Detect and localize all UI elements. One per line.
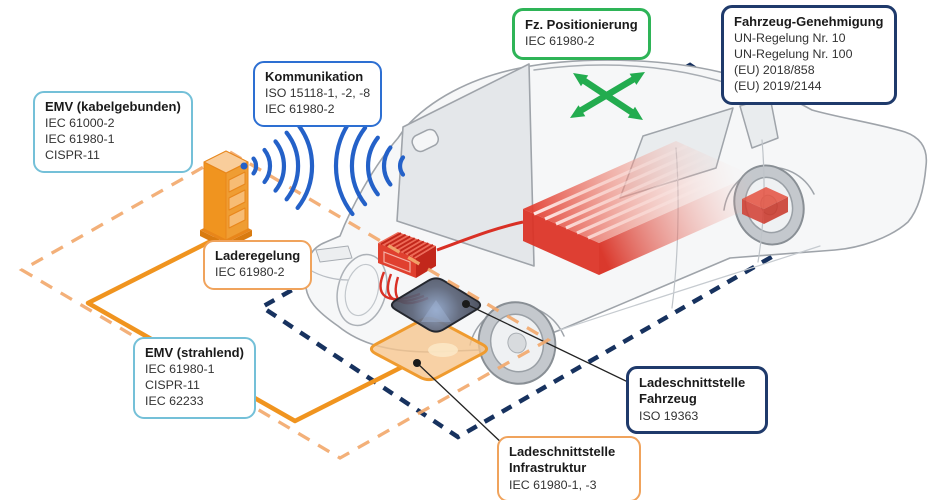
standard-ref: CISPR-11	[145, 378, 200, 393]
side-mirror	[411, 128, 440, 153]
callout-title: Ladeschnittstelle Infrastruktur	[509, 444, 616, 476]
standard-ref: IEC 61980-2	[215, 265, 285, 280]
battery-pack	[523, 141, 788, 275]
infrastructure-boundary-dashed	[18, 150, 552, 460]
black-dot-icon	[462, 300, 470, 308]
callout-title: Kommunikation	[265, 69, 364, 84]
standard-ref: ISO 19363	[639, 408, 699, 423]
callout-ladeschnittstelle-infrastruktur: Ladeschnittstelle Infrastruktur IEC 6198…	[497, 436, 641, 500]
callout-emv-strahlend: EMV (strahlend) IEC 61980-1 CISPR-11 IEC…	[133, 337, 256, 419]
four-direction-arrows-icon	[570, 72, 645, 120]
windshield	[396, 63, 535, 267]
standard-ref: IEC 62233	[145, 394, 204, 408]
standard-ref: IEC 61980-2	[525, 34, 595, 49]
charging-station-pillar	[200, 150, 252, 249]
standard-ref: IEC 61980-1	[45, 132, 115, 147]
callout-kommunikation: Kommunikation ISO 15118-1, -2, -8 IEC 61…	[253, 61, 383, 127]
callout-emv-kabelgebunden: EMV (kabelgebunden) IEC 61000-2 IEC 6198…	[33, 91, 193, 173]
callout-connectors	[413, 300, 631, 447]
pillar-panels	[228, 171, 246, 229]
standard-ref: IEC 61000-2	[45, 116, 115, 131]
callout-title: Fahrzeug-Genehmigung	[734, 14, 884, 29]
callout-fahrzeug-genehmigung: Fahrzeug-Genehmigung UN-Regelung Nr. 10 …	[721, 5, 897, 105]
radio-wave-arcs-icon	[240, 115, 406, 217]
vehicle-pad-highlight	[421, 300, 451, 322]
bumper-line	[309, 269, 349, 281]
callout-fz-positionierung: Fz. Positionierung IEC 61980-2	[512, 8, 651, 61]
rocker-line	[559, 245, 821, 331]
standard-ref: CISPR-11	[45, 148, 100, 162]
standard-ref: IEC 61980-1, -3	[509, 477, 597, 492]
callout-title: Fz. Positionierung	[525, 17, 638, 32]
black-dot-icon	[413, 359, 421, 367]
cooling-fins	[380, 232, 434, 258]
callout-title: Ladeschnittstelle Fahrzeug	[639, 375, 746, 407]
hv-line	[436, 220, 524, 252]
standard-ref: ISO 15118-1, -2, -8	[265, 86, 371, 101]
standard-ref: UN-Regelung Nr. 100	[734, 47, 853, 62]
callout-title: Laderegelung	[215, 248, 301, 263]
standard-ref: IEC 61980-2	[265, 102, 335, 117]
vehicle-pad	[390, 277, 482, 333]
headlight	[315, 245, 353, 263]
standard-ref: UN-Regelung Nr. 10	[734, 31, 846, 46]
standard-ref: IEC 61980-1	[145, 362, 215, 377]
callout-ladeschnittstelle-fahrzeug: Ladeschnittstelle Fahrzeug ISO 19363	[626, 366, 768, 435]
callout-laderegelung: Laderegelung IEC 61980-2	[203, 240, 313, 291]
standard-ref: (EU) 2018/858	[734, 63, 815, 77]
pad-glow-spot	[428, 343, 458, 357]
standard-ref: (EU) 2019/2144	[734, 78, 822, 93]
callout-title: EMV (kabelgebunden)	[45, 99, 181, 114]
callout-title: EMV (strahlend)	[145, 345, 244, 360]
